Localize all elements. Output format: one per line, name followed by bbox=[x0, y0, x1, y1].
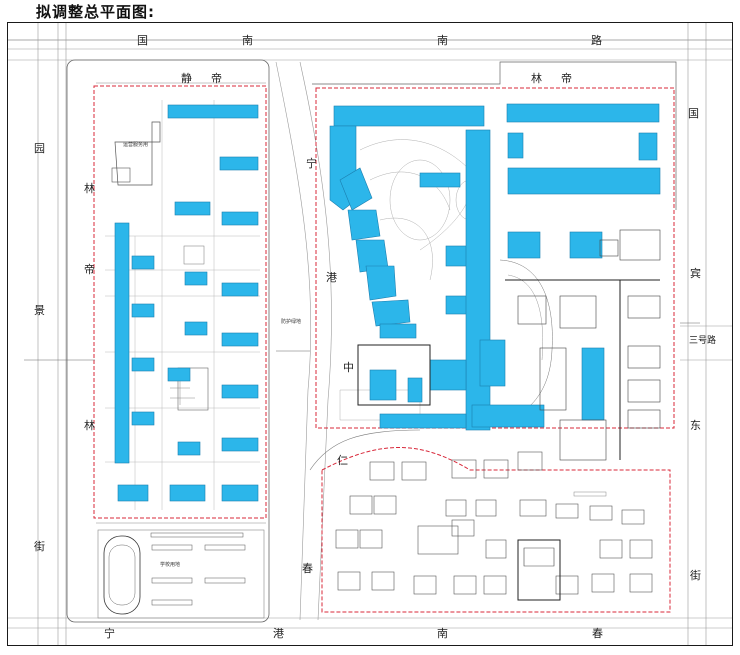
road-char-north-2: 南 bbox=[437, 34, 448, 47]
road-name-san-hao-lu: 三号路 bbox=[689, 336, 717, 346]
road-char-west-inner-3: 林 bbox=[84, 419, 95, 432]
villa-blocks bbox=[335, 451, 653, 595]
road-char-middle-4: 仁 bbox=[337, 454, 348, 467]
road-char-west-inner-1: 林 bbox=[84, 182, 95, 195]
road-char-middle-5: 春 bbox=[302, 562, 313, 575]
road-char-inner-north-4: 帝 bbox=[561, 72, 572, 85]
road-char-south-4: 春 bbox=[592, 627, 603, 640]
south-east-parcel bbox=[309, 429, 671, 613]
road-char-north-1: 南 bbox=[242, 34, 253, 47]
north-east-parcel bbox=[312, 61, 677, 461]
road-char-middle-2: 港 bbox=[326, 271, 337, 284]
road-char-middle-3: 中 bbox=[343, 361, 354, 374]
road-char-west-1: 园 bbox=[34, 142, 45, 155]
road-char-north-west: 国 bbox=[137, 34, 148, 47]
road-char-inner-north-1: 静 bbox=[181, 72, 192, 85]
road-char-east-4: 街 bbox=[690, 569, 701, 582]
page-title: 拟调整总平面图: bbox=[36, 3, 155, 21]
road-char-middle-1: 宁 bbox=[306, 157, 317, 170]
west-parcel bbox=[66, 59, 270, 623]
road-char-north-3: 路 bbox=[591, 34, 602, 47]
guard-house-label: 运营服务用 bbox=[123, 142, 149, 148]
road-char-west-inner-2: 帝 bbox=[84, 263, 95, 276]
road-char-east-3: 东 bbox=[690, 419, 701, 432]
greenbelt-label: 防护绿地 bbox=[281, 319, 302, 325]
road-char-south-2: 港 bbox=[273, 627, 284, 640]
road-char-inner-north-2: 帝 bbox=[211, 72, 222, 85]
road-char-east-2: 宾 bbox=[690, 267, 701, 280]
road-char-west-2: 景 bbox=[34, 304, 45, 317]
north-east-residential-buildings bbox=[329, 103, 661, 431]
west-residential-buildings bbox=[114, 104, 259, 502]
road-lines bbox=[8, 23, 732, 645]
road-char-south-1: 宁 bbox=[104, 627, 115, 640]
road-char-east-1: 国 bbox=[688, 107, 699, 120]
road-char-west-3: 街 bbox=[34, 540, 45, 553]
road-char-inner-north-3: 林 bbox=[531, 72, 542, 85]
road-char-south-3: 南 bbox=[437, 627, 448, 640]
school-label: 学校用地 bbox=[160, 562, 181, 568]
